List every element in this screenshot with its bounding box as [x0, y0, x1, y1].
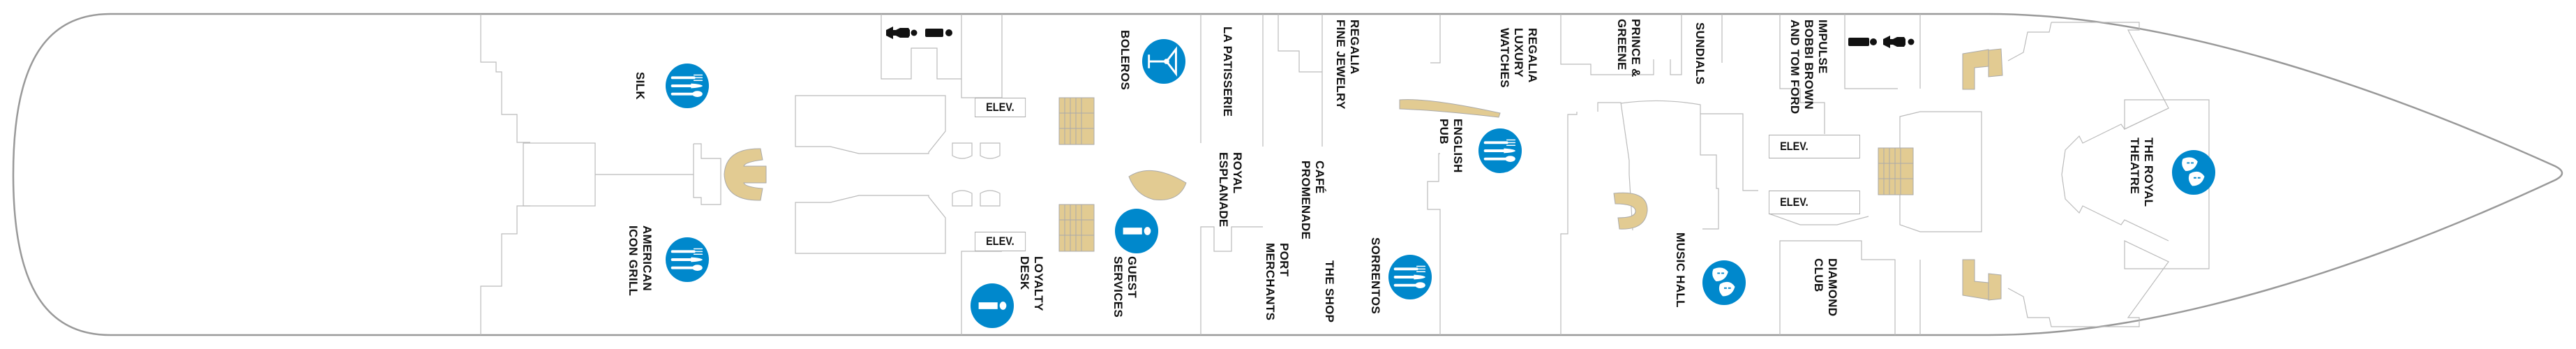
venue-the-shop[interactable]: THE SHOP — [1323, 260, 1336, 323]
info-icon — [1114, 209, 1159, 253]
venue-silk[interactable]: SILK — [634, 72, 647, 100]
venue-diamond-club[interactable]: DIAMOND CLUB — [1812, 258, 1839, 317]
venue-impulse[interactable]: IMPULSE BOBBI BROWN AND TOM FORD — [1788, 20, 1829, 114]
restroom-icon — [886, 27, 952, 39]
venue-boleros[interactable]: BOLEROS — [1118, 30, 1132, 91]
venue-royal-esplanade[interactable]: ROYAL ESPLANADE — [1217, 152, 1244, 228]
venue-music-hall[interactable]: MUSIC HALL — [1674, 232, 1687, 308]
restroom-icon — [1848, 36, 1915, 48]
venue-royal-theatre[interactable]: THE ROYAL THEATRE — [2128, 138, 2155, 207]
venue-la-patisserie[interactable]: LA PATISSERIE — [1221, 27, 1234, 117]
venue-sundials[interactable]: SUNDIALS — [1693, 22, 1707, 85]
venue-american-icon-grill[interactable]: AMERICAN ICON GRILL — [627, 225, 654, 297]
info-icon — [970, 283, 1014, 328]
dining-icon — [1478, 128, 1522, 174]
dining-icon — [665, 237, 710, 283]
venue-cafe-promenade[interactable]: CAFÉ PROMENADE — [1299, 161, 1326, 240]
theatre-icon — [2171, 149, 2216, 195]
elevator-label: ELEV. — [975, 232, 1026, 251]
bar-icon — [1141, 38, 1186, 84]
elevator-label: ELEV. — [1769, 191, 1860, 214]
venue-regalia-fine-jewelry[interactable]: REGALIA FINE JEWELRY — [1334, 20, 1361, 110]
elevator-label: ELEV. — [975, 98, 1026, 117]
venue-loyalty-desk[interactable]: LOYALTY DESK — [1018, 256, 1045, 311]
venue-english-pub[interactable]: ENGLISH PUB — [1437, 119, 1465, 173]
elevator-label: ELEV. — [1769, 135, 1860, 158]
venue-prince-greene[interactable]: PRINCE & GREENE — [1615, 19, 1642, 77]
dining-icon — [665, 63, 710, 109]
theatre-icon — [1702, 260, 1746, 306]
venue-regalia-luxury-watches[interactable]: REGALIA LUXURY WATCHES — [1498, 28, 1539, 88]
venue-port-merchants[interactable]: PORT MERCHANTS — [1264, 243, 1291, 321]
venue-guest-services[interactable]: GUEST SERVICES — [1111, 256, 1139, 318]
staircases — [724, 48, 2003, 301]
venue-sorrentos[interactable]: SORRENTOS — [1369, 237, 1382, 315]
dining-icon — [1388, 254, 1432, 300]
